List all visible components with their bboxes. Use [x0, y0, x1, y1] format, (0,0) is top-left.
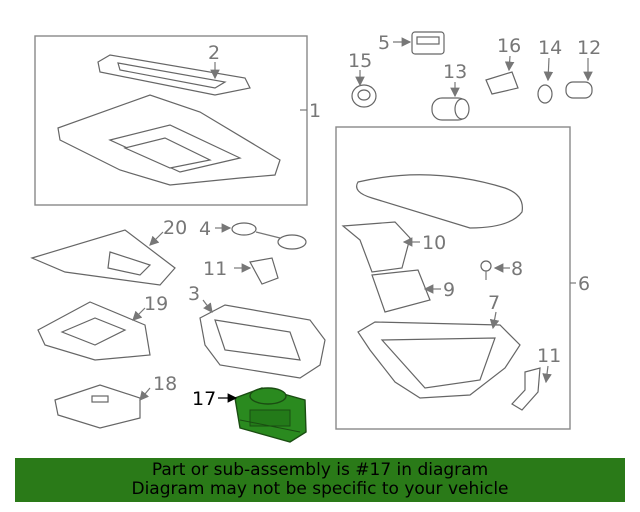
part-9-bin — [371, 269, 431, 313]
part-11-clip-left — [249, 257, 279, 285]
info-banner: Part or sub-assembly is #17 in diagram D… — [15, 458, 625, 502]
callout-5: 5 — [378, 32, 390, 54]
leader-16 — [504, 55, 515, 72]
part-4-pad — [231, 222, 307, 250]
leader-3 — [202, 299, 213, 313]
callout-19: 19 — [144, 293, 168, 315]
leader-18 — [139, 387, 151, 401]
callout-14: 14 — [538, 37, 562, 59]
callout-11-right: 11 — [537, 345, 561, 367]
banner-line-2: Diagram may not be specific to your vehi… — [131, 479, 509, 499]
callout-20: 20 — [163, 217, 187, 239]
part-10-bracket — [341, 221, 411, 273]
callout-2: 2 — [208, 42, 220, 64]
part-15-cap — [351, 84, 377, 108]
part-13-socket — [431, 97, 470, 121]
part-1-console-bezel — [57, 94, 281, 186]
callout-16: 16 — [497, 35, 521, 57]
part-8-screw — [480, 260, 492, 280]
callout-15: 15 — [348, 50, 372, 72]
part-7-console-tray — [357, 321, 521, 399]
callout-9: 9 — [443, 279, 455, 301]
part-11-clip-right — [511, 367, 541, 411]
leader-14 — [543, 57, 554, 82]
callout-1: 1 — [309, 100, 321, 122]
part-20-panel — [30, 229, 176, 286]
leader-7 — [489, 311, 500, 330]
callout-10: 10 — [422, 232, 446, 254]
part-18-module — [54, 384, 141, 429]
part-5-switch — [411, 31, 445, 55]
callout-13: 13 — [443, 61, 467, 83]
part-2-trim-plate — [97, 54, 251, 96]
callout-11-left: 11 — [203, 258, 227, 280]
callout-8: 8 — [511, 258, 523, 280]
part-armrest-lid — [356, 174, 523, 229]
leader-19 — [132, 307, 146, 321]
callout-3: 3 — [188, 283, 200, 305]
callout-18: 18 — [153, 373, 177, 395]
callout-4: 4 — [199, 218, 211, 240]
callout-7: 7 — [488, 292, 500, 314]
part-16-connector — [485, 71, 519, 95]
part-12-bulb — [565, 81, 593, 99]
leader-11-right — [542, 365, 552, 384]
part-19-bracket — [37, 301, 151, 361]
callout-12: 12 — [577, 37, 601, 59]
group-box-6 — [335, 126, 571, 430]
parts-diagram: 1 2 6 10 9 8 7 11 5 15 — [30, 31, 601, 443]
callout-6: 6 — [578, 273, 590, 295]
banner-line-1: Part or sub-assembly is #17 in diagram — [151, 460, 489, 480]
callout-17: 17 — [192, 388, 216, 410]
part-3-cupholder — [199, 304, 326, 379]
part-17-control-module — [234, 387, 307, 443]
group-box-1 — [34, 35, 308, 206]
leader-20 — [149, 231, 164, 246]
part-14-clip — [537, 84, 553, 104]
